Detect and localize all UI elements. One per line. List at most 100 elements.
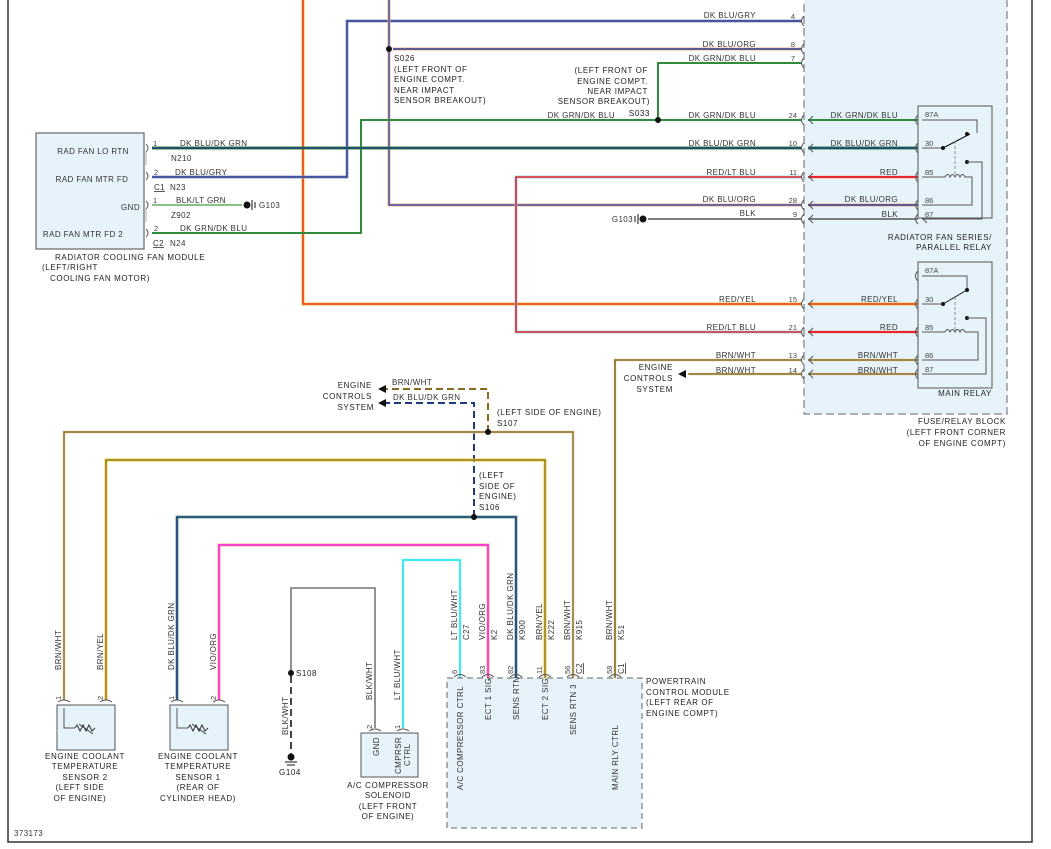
pin-number: 2 bbox=[154, 168, 158, 177]
wire-color-label: BLK bbox=[882, 210, 899, 219]
wire-vio-org bbox=[217, 543, 490, 700]
splice-location: ENGINE) bbox=[479, 492, 517, 501]
wire-color-label: BLK/WHT bbox=[281, 697, 290, 735]
sensor-name: OF ENGINE) bbox=[54, 794, 107, 803]
wire-color-label: BRN/WHT bbox=[605, 600, 614, 640]
pin-number: 4 bbox=[791, 12, 795, 21]
pin-number: 2 bbox=[154, 224, 158, 233]
pin-number: 10 bbox=[789, 139, 797, 148]
pin-function: SENS RTN bbox=[512, 676, 521, 720]
relay-pin: 86 bbox=[925, 196, 933, 205]
sensor-name: ENGINE COOLANT bbox=[158, 752, 238, 761]
splice-s026 bbox=[386, 46, 392, 52]
engine-controls-label: ENGINE bbox=[338, 381, 372, 390]
wire-color-label: DK GRN/DK BLU bbox=[831, 111, 898, 120]
pin-number: 15 bbox=[789, 295, 797, 304]
connector-hook bbox=[801, 354, 805, 366]
connector-hook bbox=[801, 298, 805, 310]
module-name: (LEFT REAR OF bbox=[646, 698, 714, 707]
pin-function: MAIN RLY CTRL bbox=[611, 724, 620, 790]
wire-color-label: BRN/WHT bbox=[563, 600, 572, 640]
fan-pin-label: RAD FAN LO RTN bbox=[57, 147, 129, 156]
ground-label: G104 bbox=[279, 768, 301, 777]
relay-wires bbox=[808, 119, 918, 376]
pin-function: SENS RTN 3 bbox=[569, 684, 578, 735]
connector-hook bbox=[801, 171, 805, 183]
connector-hook bbox=[801, 114, 805, 126]
fan-pin-label: GND bbox=[121, 203, 140, 212]
pin-number: 7 bbox=[791, 54, 795, 63]
wire-color-label: DK BLU/GRY bbox=[704, 11, 757, 20]
wire-color-label: DK BLU/ORG bbox=[845, 195, 898, 204]
wire-brn-wht-main-relay bbox=[613, 358, 802, 680]
wire-color-label: LT BLU/WHT bbox=[450, 589, 459, 640]
splice-location: NEAR IMPACT bbox=[394, 86, 455, 95]
wire-color-label: RED/YEL bbox=[719, 295, 756, 304]
ground-g103-block bbox=[634, 214, 647, 224]
relay-name: MAIN RELAY bbox=[938, 389, 992, 398]
pcm-name: POWERTRAIN CONTROL MODULE (LEFT REAR OF … bbox=[646, 677, 730, 718]
pin-number: 28 bbox=[789, 196, 797, 205]
wire-color-label: BRN/WHT bbox=[716, 366, 756, 375]
sensor-name: SENSOR 1 bbox=[175, 773, 220, 782]
circuit-label: C27 bbox=[462, 624, 471, 640]
splice-location: (LEFT SIDE OF ENGINE) bbox=[497, 408, 601, 417]
splice-dots bbox=[288, 46, 661, 676]
module-name: ENGINE COMPT) bbox=[646, 709, 718, 718]
ac-compressor-solenoid bbox=[360, 728, 419, 778]
wire-brn-yel bbox=[104, 458, 547, 700]
relay-pin: 87A bbox=[925, 110, 938, 119]
pin-number: 2 bbox=[365, 725, 374, 729]
pin-number: 11 bbox=[535, 666, 544, 674]
connector-hook bbox=[801, 43, 805, 55]
wire-color-label: DK BLU/GRY bbox=[175, 168, 228, 177]
main-relay-pins: 87A 30 85 86 87 bbox=[925, 266, 938, 374]
splice-id: S106 bbox=[479, 503, 500, 512]
connector-hook bbox=[801, 213, 805, 225]
arrow-left-icon bbox=[378, 399, 386, 407]
pin-number: 1 bbox=[153, 139, 157, 148]
wire-color-label: RED/LT BLU bbox=[707, 168, 757, 177]
sensor-name: TEMPERATURE bbox=[165, 762, 231, 771]
fuse-block-name: OF ENGINE COMPT) bbox=[919, 439, 1006, 448]
ac-solenoid-name: A/C COMPRESSOR SOLENOID (LEFT FRONT OF E… bbox=[347, 781, 428, 821]
wire-color-label: RED bbox=[880, 168, 898, 177]
wire-color-label: RED/LT BLU bbox=[707, 323, 757, 332]
pin-number: 1 bbox=[393, 725, 402, 729]
module-name: CONTROL MODULE bbox=[646, 688, 730, 697]
wire-color-label: BLK/LT GRN bbox=[176, 196, 226, 205]
ect-sensor-1 bbox=[169, 699, 229, 751]
wire-lt-blu-wht bbox=[401, 558, 462, 728]
engine-controls-label: CONTROLS bbox=[323, 392, 372, 401]
circuit-label: Z902 bbox=[171, 211, 191, 220]
pin-number: 58 bbox=[605, 666, 614, 674]
connector-hook bbox=[801, 57, 805, 69]
sensor-name: CYLINDER HEAD) bbox=[160, 794, 236, 803]
wire-color-label: BRN/WHT bbox=[392, 378, 432, 387]
pcm-connector-hook bbox=[566, 674, 580, 678]
wire-color-label: DK BLU/DK GRN bbox=[831, 139, 898, 148]
circuit-label: N24 bbox=[170, 239, 186, 248]
fan-module-connectors bbox=[145, 143, 149, 238]
splice-location: NEAR IMPACT bbox=[587, 87, 648, 96]
relay-pin: 87A bbox=[925, 266, 938, 275]
relay-pin: 30 bbox=[925, 139, 933, 148]
pin-number: 14 bbox=[789, 366, 797, 375]
pin-number: 11 bbox=[789, 168, 797, 177]
pin-number: 82 bbox=[506, 666, 515, 674]
wire-dk-blu-dk-grn-ect1 bbox=[175, 515, 518, 700]
splice-s107 bbox=[485, 429, 491, 435]
wire-color-label: DK BLU/DK GRN bbox=[167, 603, 176, 670]
wire-color-label: DK GRN/DK BLU bbox=[180, 224, 247, 233]
module-name: RADIATOR COOLING FAN MODULE bbox=[55, 253, 205, 262]
sensor-name: ENGINE COOLANT bbox=[45, 752, 125, 761]
pin-number: 13 bbox=[789, 351, 797, 360]
wire-color-label: DK BLU/DK GRN bbox=[689, 139, 756, 148]
diagram-frame bbox=[7, 0, 1033, 843]
wire-color-label: BRN/WHT bbox=[858, 366, 898, 375]
radiator-fan-relay bbox=[917, 105, 993, 220]
splice-id: S107 bbox=[497, 419, 518, 428]
wire-color-label: DK GRN/DK BLU bbox=[548, 111, 615, 120]
wire-brn-wht-ect2 bbox=[62, 430, 575, 700]
